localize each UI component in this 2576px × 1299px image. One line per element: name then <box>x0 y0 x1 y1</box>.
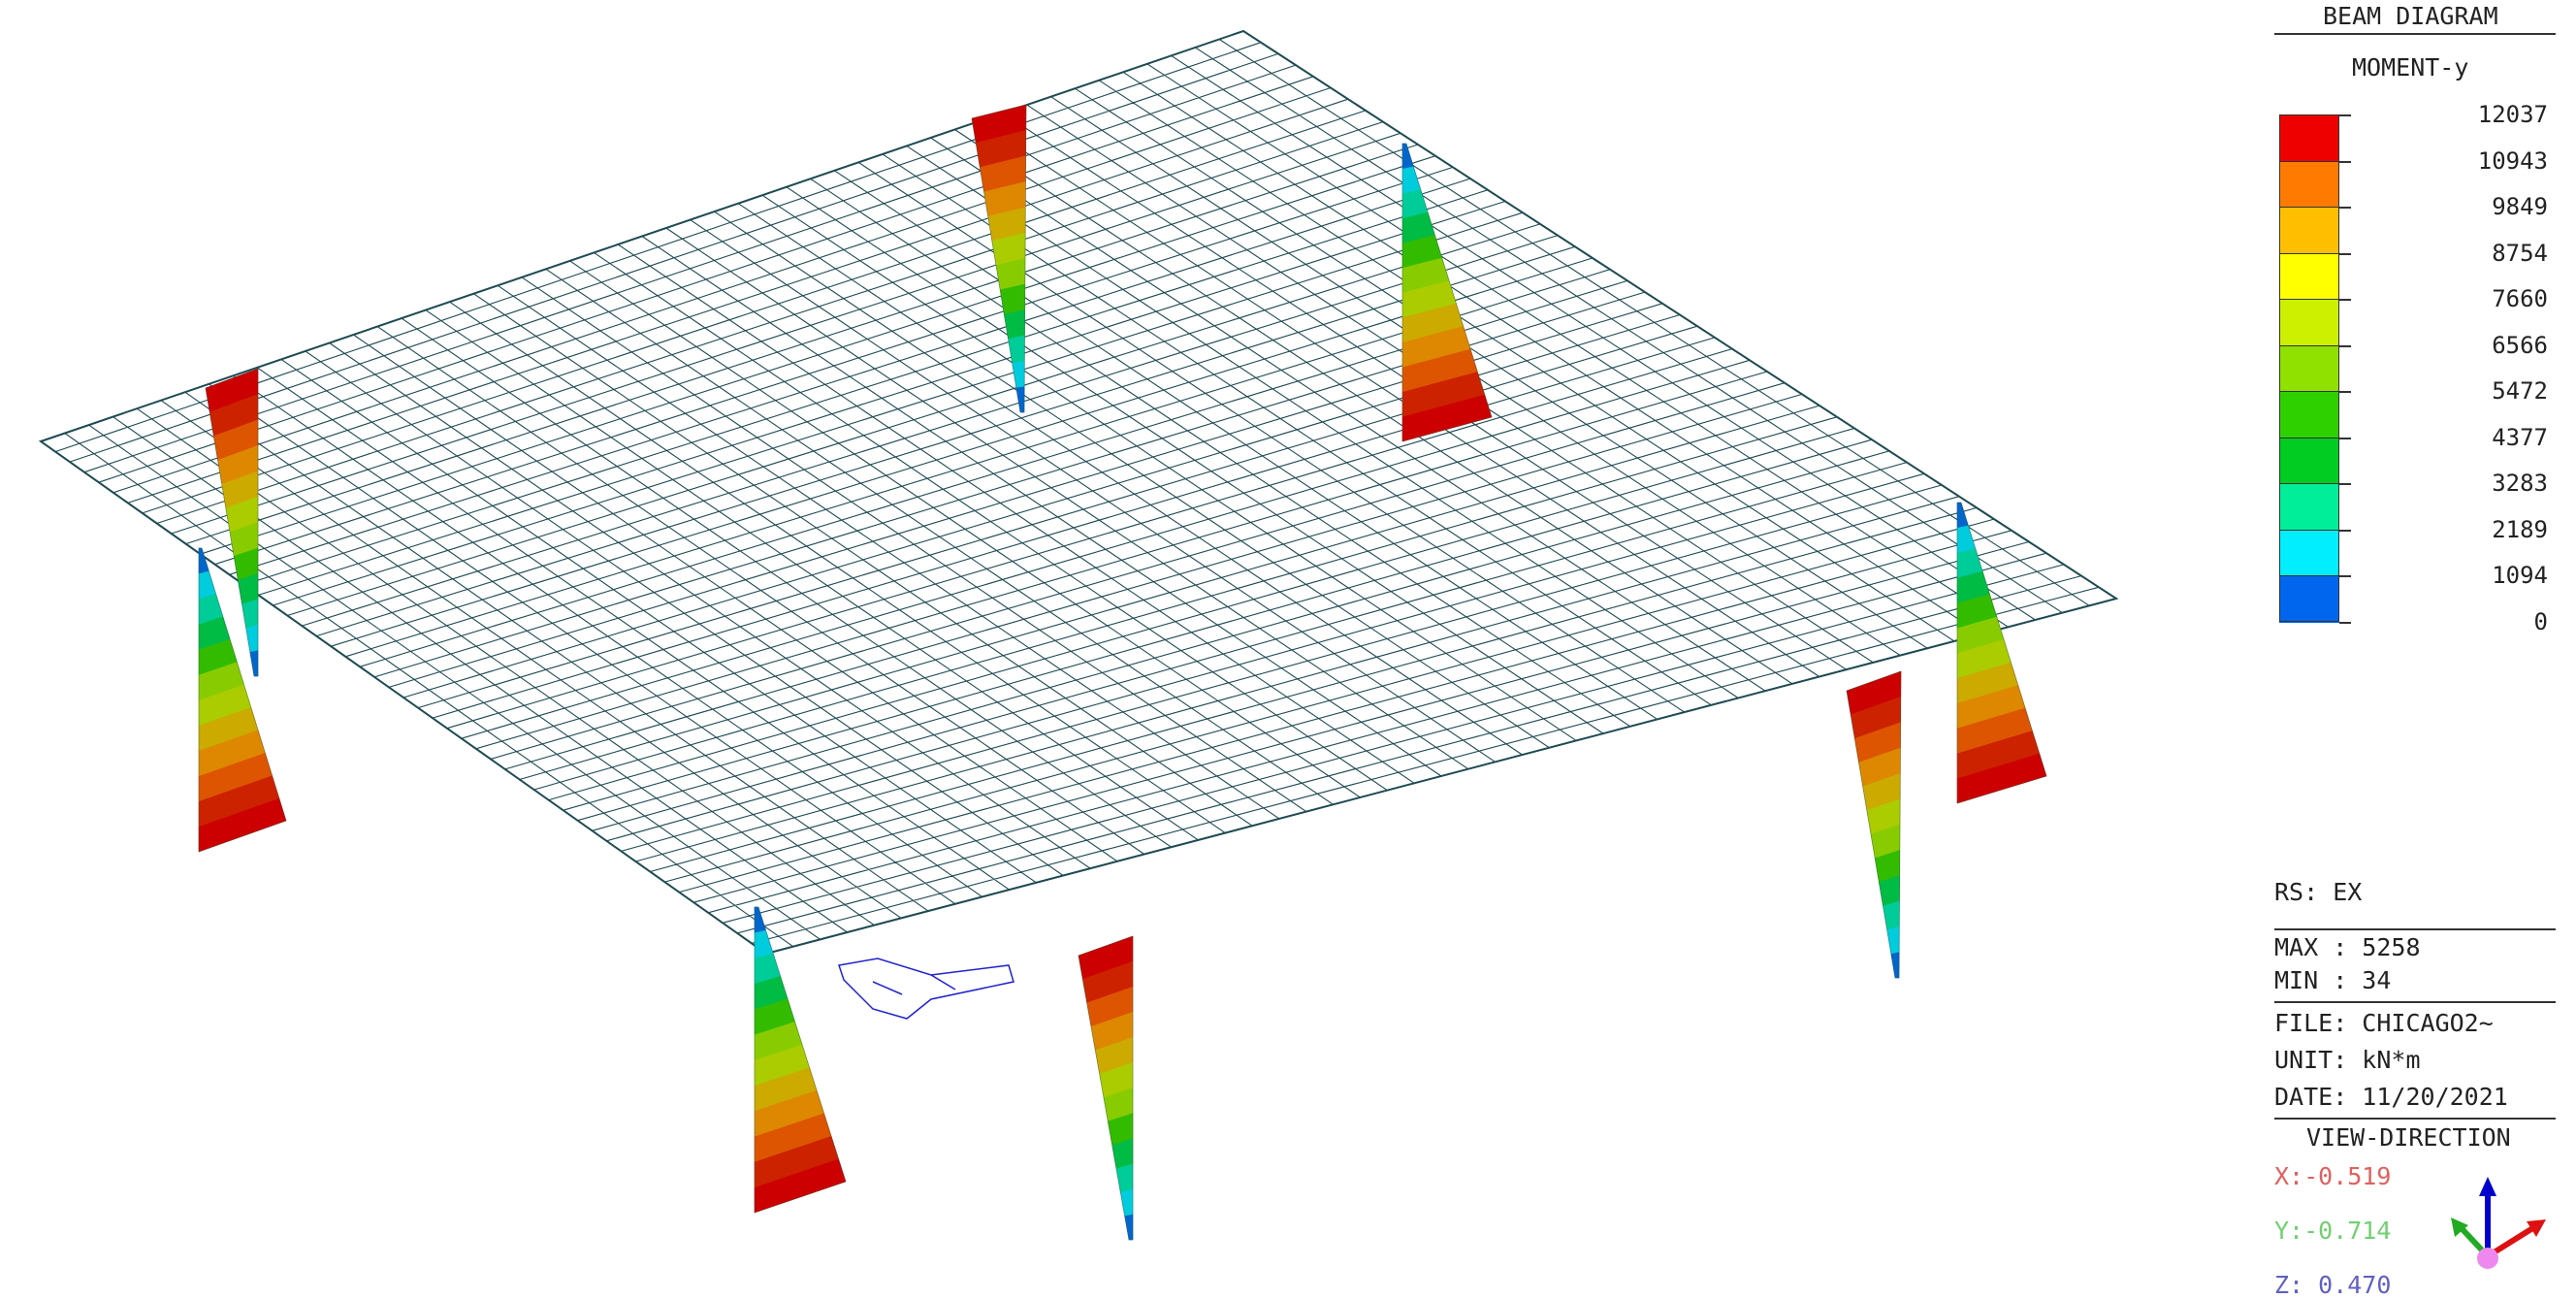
unit-label: UNIT: kN*m <box>2274 1046 2421 1074</box>
legend-tick <box>2339 160 2351 163</box>
model-viewport[interactable] <box>0 0 2260 1299</box>
moment-band <box>1124 1214 1134 1241</box>
legend-level-label: 3283 <box>2492 470 2548 497</box>
legend-swatch <box>2279 207 2339 254</box>
legend-title: BEAM DIAGRAM <box>2323 2 2498 30</box>
info-divider <box>2274 928 2556 930</box>
legend-level-label: 12037 <box>2477 101 2548 128</box>
legend-level-label: 7660 <box>2492 285 2548 312</box>
legend-tick <box>2339 114 2351 116</box>
legend-divider <box>2274 33 2556 35</box>
legend-swatch <box>2279 344 2339 392</box>
legend-swatch <box>2279 299 2339 346</box>
view-gizmo-icon <box>838 958 1014 1020</box>
legend-frame <box>2279 114 2339 622</box>
slab-mesh <box>40 30 2117 955</box>
moment-band <box>1956 502 1969 529</box>
legend-level-label: 0 <box>2533 607 2548 635</box>
legend-swatch <box>2279 437 2339 484</box>
legend-panel: BEAM DIAGRAM MOMENT-y 12037 10943 9849 8754… <box>2274 0 2565 1299</box>
column-moment-diagram <box>1956 502 2047 804</box>
slab-outline <box>38 29 2119 956</box>
legend-level-label: 6566 <box>2492 331 2548 359</box>
column-moment-diagram <box>1078 935 1134 1241</box>
rs-label: RS: EX <box>2274 878 2363 906</box>
legend-level-label: 2189 <box>2492 515 2548 543</box>
legend-swatch <box>2279 391 2339 438</box>
moment-band <box>1890 952 1900 979</box>
moment-band <box>1015 386 1025 413</box>
legend-tick <box>2339 391 2351 393</box>
legend-tick <box>2339 207 2351 209</box>
moment-band <box>1115 1163 1134 1193</box>
legend-level-label: 9849 <box>2492 193 2548 220</box>
legend-tick <box>2339 252 2351 255</box>
column-moment-diagram <box>198 547 287 853</box>
max-value: MAX : 5258 <box>2274 933 2421 961</box>
legend-level-label: 8754 <box>2492 239 2548 267</box>
axis-triad-icon <box>2451 1177 2546 1269</box>
date-label: DATE: 11/20/2021 <box>2274 1083 2508 1111</box>
legend-tick <box>2339 437 2351 439</box>
view-direction-y: Y:-0.714 <box>2274 1217 2392 1245</box>
legend-tick <box>2339 621 2351 624</box>
legend-component: MOMENT-y <box>2352 53 2469 81</box>
legend-swatch <box>2279 529 2339 576</box>
legend-tick <box>2339 483 2351 485</box>
legend-tick <box>2339 575 2351 577</box>
min-value: MIN : 34 <box>2274 966 2392 994</box>
view-direction-z: Z: 0.470 <box>2274 1271 2392 1299</box>
moment-band <box>249 650 259 677</box>
3d-model-view[interactable] <box>0 0 2260 1299</box>
moment-band <box>754 906 766 933</box>
moment-band <box>1008 335 1025 364</box>
moment-band <box>242 599 259 629</box>
legend-swatch <box>2279 575 2339 623</box>
view-direction-x: X:-0.519 <box>2274 1162 2392 1190</box>
info-divider <box>2274 1118 2556 1120</box>
column-moment-diagram <box>971 104 1027 413</box>
legend-level-label: 4377 <box>2492 423 2548 451</box>
legend-level-label: 5472 <box>2492 377 2548 405</box>
legend-tick <box>2339 299 2351 301</box>
view-direction-title: VIEW-DIRECTION <box>2306 1123 2511 1152</box>
column-moment-diagram <box>754 906 847 1214</box>
legend-swatch <box>2279 252 2339 300</box>
column-moment-diagram <box>205 368 259 677</box>
legend-tick <box>2339 529 2351 532</box>
legend-tick <box>2339 344 2351 347</box>
legend-swatch <box>2279 483 2339 531</box>
file-name: FILE: CHICAGO2~ <box>2274 1009 2494 1037</box>
info-divider <box>2274 1001 2556 1003</box>
moment-band <box>1883 900 1900 931</box>
legend-swatch <box>2279 160 2339 208</box>
column-moment-diagram <box>1401 143 1493 442</box>
legend-level-label: 1094 <box>2492 562 2548 589</box>
column-moment-diagram <box>1846 670 1902 979</box>
legend-level-label: 10943 <box>2477 146 2548 175</box>
